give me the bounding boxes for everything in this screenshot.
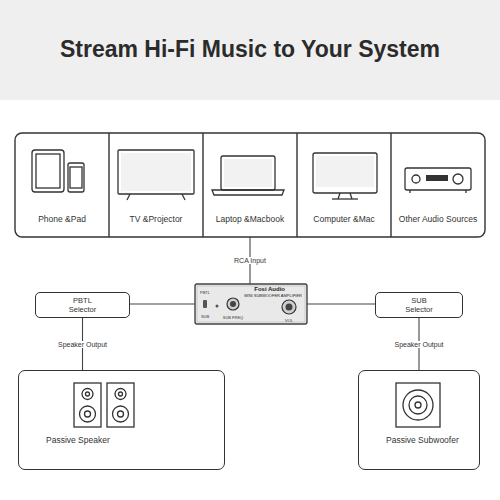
tablet-phone-icon-part bbox=[36, 154, 60, 188]
control-label: SUB bbox=[201, 314, 209, 319]
node-label: TV &Projector bbox=[130, 215, 183, 225]
laptop-icon-part bbox=[212, 190, 284, 195]
wire-label: Speaker Output bbox=[392, 341, 445, 348]
source-panel-part bbox=[15, 133, 485, 237]
output-box: Passive Speaker bbox=[18, 370, 225, 470]
node-label: Laptop &Macbook bbox=[216, 215, 285, 225]
source-panel-part bbox=[390, 133, 391, 237]
receiver-icon-part bbox=[412, 175, 420, 183]
speaker-icons-part bbox=[86, 392, 90, 396]
tablet-phone-icon-part bbox=[68, 163, 84, 192]
laptop-icon-part bbox=[224, 159, 272, 187]
node-label: Other Audio Sources bbox=[399, 215, 477, 225]
receiver-icon-part bbox=[409, 190, 410, 193]
source-panel bbox=[15, 133, 485, 237]
selector-box: PBTL Selector bbox=[35, 292, 130, 318]
tv-icon bbox=[118, 150, 194, 200]
amplifier-body-part bbox=[195, 284, 307, 324]
signal-wire bbox=[307, 303, 375, 304]
source-cell: TV &Projector bbox=[109, 133, 203, 237]
amplifier-body-part bbox=[286, 304, 293, 311]
speaker-icons-part bbox=[82, 389, 93, 400]
output-box: Passive Subwoofer bbox=[358, 370, 480, 470]
speaker-icons-part bbox=[113, 406, 129, 422]
monitor-icon-part bbox=[332, 198, 358, 199]
subwoofer-icon-part bbox=[415, 402, 421, 408]
model-name: MINI SUBWOOFER AMPLIFIER bbox=[244, 293, 302, 298]
amplifier-body-part bbox=[203, 300, 207, 308]
receiver-icon-part bbox=[453, 174, 463, 184]
receiver-icon-part bbox=[465, 190, 466, 193]
source-cell: Computer &Mac bbox=[297, 133, 391, 237]
source-cell: Laptop &Macbook bbox=[203, 133, 297, 237]
monitor-icon-part bbox=[313, 153, 377, 193]
source-panel-part bbox=[202, 133, 203, 237]
receiver-icon bbox=[405, 168, 471, 193]
subwoofer-icon-part bbox=[409, 396, 427, 414]
receiver-icon-part bbox=[405, 168, 471, 190]
amplifier-body-part bbox=[282, 300, 296, 314]
source-panel-part bbox=[296, 133, 297, 237]
subwoofer-icon-part bbox=[396, 383, 440, 427]
tablet-phone-icon-part bbox=[32, 150, 64, 192]
node-label: Phone &Pad bbox=[38, 215, 86, 225]
laptop-icon bbox=[212, 156, 284, 195]
selector-box: SUB Selector bbox=[375, 292, 463, 318]
amplifier-body-part bbox=[216, 305, 219, 308]
amplifier-body bbox=[195, 284, 307, 324]
speaker-icons-part bbox=[74, 383, 101, 427]
subwoofer-icon-part bbox=[403, 390, 433, 420]
monitor-icon-part bbox=[350, 193, 352, 199]
speaker-icons-part bbox=[85, 411, 91, 417]
monitor-icon-part bbox=[316, 156, 374, 187]
speaker-icons-part bbox=[115, 389, 126, 400]
laptop-icon-part bbox=[221, 156, 275, 190]
amplifier-body-part bbox=[230, 301, 236, 307]
tablet-phone-icon bbox=[32, 150, 84, 192]
monitor-icon bbox=[313, 153, 377, 199]
tv-icon-part bbox=[127, 194, 130, 200]
control-label: VOL bbox=[285, 318, 293, 323]
node-label: PBTL Selector bbox=[62, 296, 104, 314]
tv-icon-part bbox=[118, 150, 194, 194]
wire-label: RCA Input bbox=[232, 257, 268, 264]
wire-label: Speaker Output bbox=[56, 341, 109, 348]
node-label: Passive Speaker bbox=[46, 435, 218, 445]
control-label: PBTL bbox=[200, 290, 210, 295]
subwoofer-icon bbox=[396, 383, 440, 427]
speaker-icons-part bbox=[118, 411, 124, 417]
monitor-icon-part bbox=[338, 193, 340, 199]
brand-name: Fosi Audio bbox=[254, 286, 285, 292]
tv-icon-part bbox=[121, 153, 191, 191]
node-label: SUB Selector bbox=[398, 296, 440, 314]
speaker-icons bbox=[74, 383, 134, 427]
tablet-phone-icon-part bbox=[70, 167, 82, 188]
speaker-icons-part bbox=[119, 392, 123, 396]
speaker-icons-part bbox=[80, 406, 96, 422]
amplifier-body-part bbox=[197, 286, 305, 322]
amplifier-body-part bbox=[227, 298, 239, 310]
speaker-icons-part bbox=[107, 383, 134, 427]
receiver-icon-part bbox=[426, 175, 448, 181]
source-cell: Other Audio Sources bbox=[391, 133, 485, 237]
node-label: Computer &Mac bbox=[313, 215, 374, 225]
source-panel-part bbox=[108, 133, 109, 237]
source-cell: Phone &Pad bbox=[15, 133, 109, 237]
node-label: Passive Subwoofer bbox=[386, 435, 473, 445]
tv-icon-part bbox=[182, 194, 185, 200]
control-label: SUB FREQ bbox=[223, 315, 243, 320]
signal-wire bbox=[130, 303, 195, 304]
page-title: Stream Hi-Fi Music to Your System bbox=[0, 36, 500, 63]
